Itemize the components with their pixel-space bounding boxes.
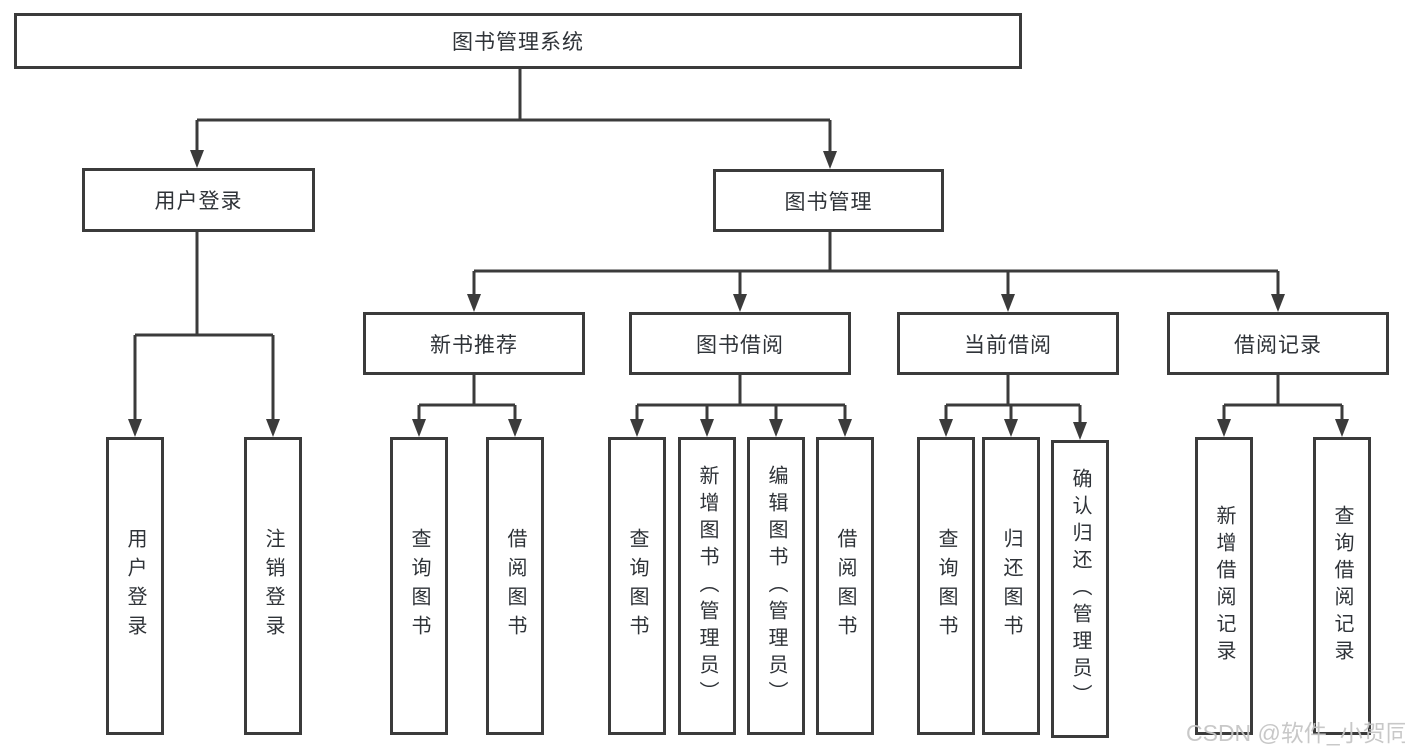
leaf-label: 查询借阅记录 [1331,505,1353,667]
leaf-label: 确认归还（管理员） [1069,467,1091,711]
node-user-login: 用户登录 [82,168,315,232]
arrow-icon [1073,422,1087,440]
node-new-book-recommend: 新书推荐 [363,312,585,375]
leaf-label: 用户登录 [124,528,146,644]
leaf-newbooks-borrow-books: 借阅图书 [486,437,544,735]
arrow-icon [939,419,953,437]
arrow-icon [467,294,481,312]
node-book-borrow: 图书借阅 [629,312,851,375]
arrow-icon [1004,419,1018,437]
node-label: 用户登录 [154,190,243,213]
leaf-borrow-edit-books-admin: 编辑图书（管理员） [747,437,805,735]
leaf-newbooks-query-books: 查询图书 [390,437,448,735]
leaf-records-query-borrow-record: 查询借阅记录 [1313,437,1371,735]
leaf-records-add-borrow-record: 新增借阅记录 [1195,437,1253,735]
leaf-borrow-query-books: 查询图书 [608,437,666,735]
node-root-system: 图书管理系统 [14,13,1022,69]
node-label: 当前借阅 [964,333,1052,357]
arrow-icon [838,419,852,437]
leaf-label: 新增借阅记录 [1213,505,1235,667]
leaf-borrow-add-books-admin: 新增图书（管理员） [678,437,736,735]
leaf-label: 借阅图书 [504,528,526,644]
arrow-icon [1335,419,1349,437]
node-label: 图书借阅 [696,333,784,357]
leaf-logout: 注销登录 [244,437,302,735]
node-label: 图书管理系统 [452,31,584,54]
node-label: 图书管理 [784,190,873,214]
leaf-label: 查询图书 [935,528,957,644]
leaf-label: 查询图书 [408,528,430,644]
leaf-label: 编辑图书（管理员） [765,464,787,708]
node-label: 新书推荐 [430,333,518,357]
arrow-icon [412,419,426,437]
arrow-icon [630,419,644,437]
arrow-icon [700,419,714,437]
arrow-icon [769,419,783,437]
arrow-icon [733,294,747,312]
leaf-label: 注销登录 [262,528,284,644]
leaf-label: 归还图书 [1000,528,1022,644]
arrow-icon [1001,294,1015,312]
leaf-label: 借阅图书 [834,528,856,644]
arrow-icon [266,419,280,437]
node-label: 借阅记录 [1234,333,1322,357]
leaf-label: 查询图书 [626,528,648,644]
node-book-management: 图书管理 [713,169,944,232]
arrow-icon [128,419,142,437]
leaf-current-confirm-return-admin: 确认归还（管理员） [1051,440,1109,738]
arrow-icon [823,151,837,169]
leaf-label: 新增图书（管理员） [696,464,718,708]
csdn-watermark: CSDN @软件_小贺同学 [1186,720,1405,746]
leaf-current-query-books: 查询图书 [917,437,975,735]
leaf-current-return-books: 归还图书 [982,437,1040,735]
node-borrow-records: 借阅记录 [1167,312,1389,375]
leaf-user-login: 用户登录 [106,437,164,735]
arrow-icon [1271,294,1285,312]
leaf-borrow-borrow-books: 借阅图书 [816,437,874,735]
arrow-icon [1217,419,1231,437]
arrow-icon [508,419,522,437]
arrow-icon [190,150,204,168]
node-current-borrow: 当前借阅 [897,312,1119,375]
